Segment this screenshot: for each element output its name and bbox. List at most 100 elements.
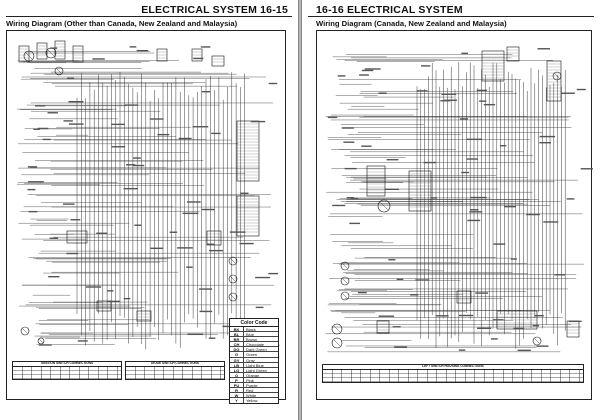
label-mark xyxy=(150,247,164,250)
component-mark xyxy=(380,202,388,210)
connector xyxy=(72,45,84,63)
label-mark xyxy=(469,211,483,213)
label-mark xyxy=(107,300,120,303)
diode-switch-table: DIODE SWITCH CONNECTIONS xyxy=(125,361,225,381)
component-mark xyxy=(230,294,236,300)
connector xyxy=(206,230,222,246)
label-mark xyxy=(149,118,164,120)
label-mark xyxy=(123,187,139,190)
component xyxy=(20,326,30,336)
label-mark xyxy=(177,247,193,249)
label-mark xyxy=(357,291,367,294)
label-mark xyxy=(240,192,249,194)
ignition-switch-table: IGNITION SWITCH CONNECTIONS xyxy=(12,361,122,381)
label-mark xyxy=(211,132,221,135)
label-mark xyxy=(111,123,125,126)
right-page: 16-16 ELECTRICAL SYSTEM Wiring Diagram (… xyxy=(302,0,600,420)
label-mark xyxy=(361,145,372,147)
label-mark xyxy=(62,203,75,205)
label-mark xyxy=(38,344,52,346)
color-code-abbrev: G xyxy=(230,352,244,357)
component-mark xyxy=(342,293,348,299)
color-code-abbrev: R xyxy=(230,388,244,393)
table-title: DIODE SWITCH CONNECTIONS xyxy=(126,361,224,368)
color-code-abbrev: LB xyxy=(230,362,244,368)
label-mark xyxy=(566,198,575,200)
label-mark xyxy=(435,315,449,317)
color-code-abbrev: CH xyxy=(230,342,244,347)
label-mark xyxy=(421,65,431,67)
label-mark xyxy=(543,221,559,223)
component xyxy=(340,276,350,286)
label-mark xyxy=(359,74,369,76)
label-mark xyxy=(444,99,457,101)
label-mark xyxy=(441,93,457,95)
label-mark xyxy=(327,116,338,119)
label-mark xyxy=(206,243,215,245)
label-mark xyxy=(458,314,474,317)
label-mark xyxy=(477,327,492,330)
color-code-abbrev: Y xyxy=(230,398,244,404)
component xyxy=(37,337,45,345)
color-code-abbrev: P xyxy=(230,377,244,383)
color-code-abbrev: BK xyxy=(230,327,244,332)
table-grid xyxy=(13,367,121,380)
label-mark xyxy=(475,292,488,294)
label-mark xyxy=(27,166,38,168)
component-mark xyxy=(56,68,62,74)
label-mark xyxy=(37,127,49,130)
label-mark xyxy=(410,294,419,296)
label-mark xyxy=(70,219,81,221)
label-mark xyxy=(536,345,549,347)
label-mark xyxy=(49,237,59,239)
color-code-name: Purple xyxy=(246,383,258,389)
label-mark xyxy=(346,197,354,199)
label-mark xyxy=(526,213,540,216)
wiring-diagram-right xyxy=(325,46,593,353)
label-mark xyxy=(384,188,400,191)
label-mark xyxy=(42,138,51,141)
color-code-abbrev: PU xyxy=(230,383,244,388)
label-mark xyxy=(378,315,395,317)
component xyxy=(532,336,542,346)
connector xyxy=(566,320,580,338)
label-mark xyxy=(268,272,279,275)
left-page: ELECTRICAL SYSTEM 16-15 Wiring Diagram (… xyxy=(0,0,298,420)
label-mark xyxy=(123,297,131,300)
label-mark xyxy=(133,157,141,159)
label-mark xyxy=(343,141,355,143)
label-mark xyxy=(499,145,507,147)
label-mark xyxy=(186,266,193,268)
connector xyxy=(211,55,225,67)
label-mark xyxy=(68,101,84,103)
label-mark xyxy=(201,91,211,93)
table-grid xyxy=(323,370,583,383)
label-mark xyxy=(125,164,136,166)
label-mark xyxy=(466,138,483,141)
color-code-name: Green xyxy=(246,352,258,358)
color-code-abbrev: BR xyxy=(230,337,244,342)
label-mark xyxy=(467,219,481,222)
label-mark xyxy=(107,290,114,292)
color-code-abbrev: BL xyxy=(230,332,244,337)
label-mark xyxy=(134,224,142,226)
label-mark xyxy=(392,326,401,328)
component-mark xyxy=(25,52,33,60)
label-mark xyxy=(466,158,478,160)
header-rule xyxy=(308,16,594,17)
component xyxy=(331,337,343,349)
label-mark xyxy=(470,196,487,199)
label-mark xyxy=(476,89,487,92)
label-mark xyxy=(48,275,60,278)
color-code-name: White xyxy=(246,393,257,399)
component xyxy=(228,256,238,266)
component xyxy=(377,199,391,213)
label-mark xyxy=(461,171,470,174)
label-mark xyxy=(459,118,469,120)
label-mark xyxy=(33,128,40,131)
color-code-name: Red xyxy=(246,388,254,394)
label-mark xyxy=(537,48,551,50)
